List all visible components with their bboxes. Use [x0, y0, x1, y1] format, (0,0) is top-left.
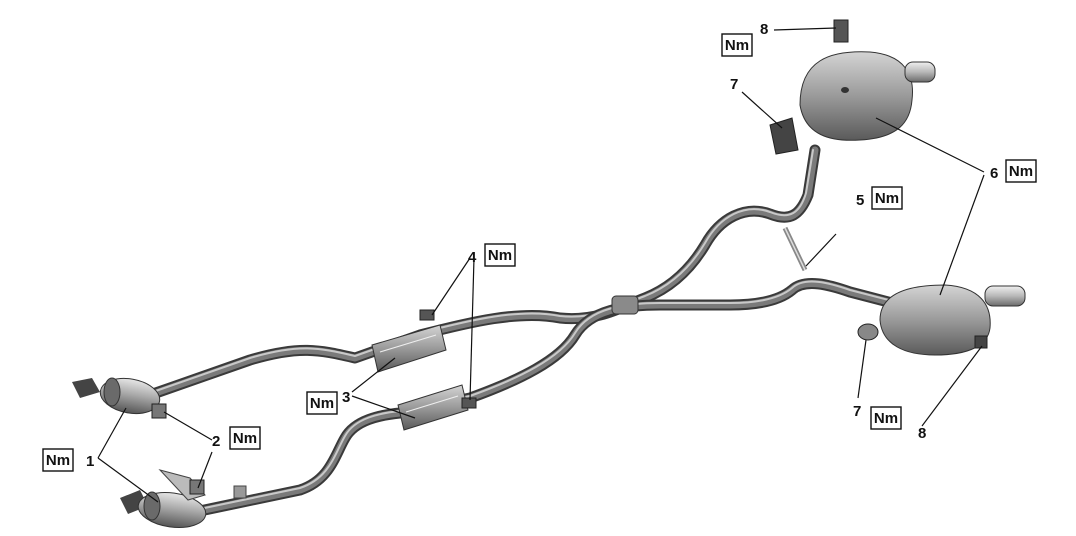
leader-lines	[97, 27, 985, 503]
callout-4: 4	[468, 249, 477, 266]
callout-6: 6	[990, 165, 998, 182]
torque-badge-4: Nm	[484, 243, 516, 267]
rear-muffler-lower	[879, 284, 1026, 356]
svg-text:Nm: Nm	[725, 37, 749, 54]
svg-text:Nm: Nm	[488, 247, 512, 264]
pipe-upper-bank	[144, 144, 821, 401]
support-rod	[782, 226, 808, 272]
callout-7-lower: 7	[853, 403, 861, 420]
catalytic-converter-lower	[120, 469, 247, 528]
clamp-lower	[189, 479, 205, 495]
callout-3: 3	[342, 389, 350, 406]
torque-badge-1: Nm	[42, 448, 74, 472]
callout-8-upper: 8	[760, 21, 768, 38]
svg-text:Nm: Nm	[875, 190, 899, 207]
hanger-lower	[461, 397, 477, 409]
clamp-upper	[151, 403, 167, 419]
callout-1: 1	[86, 453, 94, 470]
bracket-upper	[769, 117, 799, 155]
catalytic-converter-upper	[72, 377, 161, 415]
svg-text:Nm: Nm	[233, 430, 257, 447]
hanger-upper	[419, 309, 435, 321]
callout-5: 5	[856, 192, 864, 209]
torque-badge-5: Nm	[871, 186, 903, 210]
rear-muffler-upper	[799, 51, 936, 141]
hanger-rear-upper	[833, 19, 849, 43]
crossover-sleeve	[611, 295, 639, 315]
bracket-lower	[857, 323, 879, 341]
callout-2: 2	[212, 433, 220, 450]
center-silencer-upper	[371, 324, 447, 373]
torque-badge-7: Nm	[870, 406, 902, 430]
svg-text:Nm: Nm	[1009, 163, 1033, 180]
center-silencer-lower	[397, 384, 469, 431]
callout-7-upper: 7	[730, 76, 738, 93]
torque-badge-2: Nm	[229, 426, 261, 450]
pipe-lower-bank	[189, 278, 906, 518]
svg-text:Nm: Nm	[874, 410, 898, 427]
callout-8-lower: 8	[918, 425, 926, 442]
torque-badge-8: Nm	[721, 33, 753, 57]
torque-badge-6: Nm	[1005, 159, 1037, 183]
svg-text:Nm: Nm	[46, 452, 70, 469]
svg-text:Nm: Nm	[310, 395, 334, 412]
torque-badge-3: Nm	[306, 391, 338, 415]
